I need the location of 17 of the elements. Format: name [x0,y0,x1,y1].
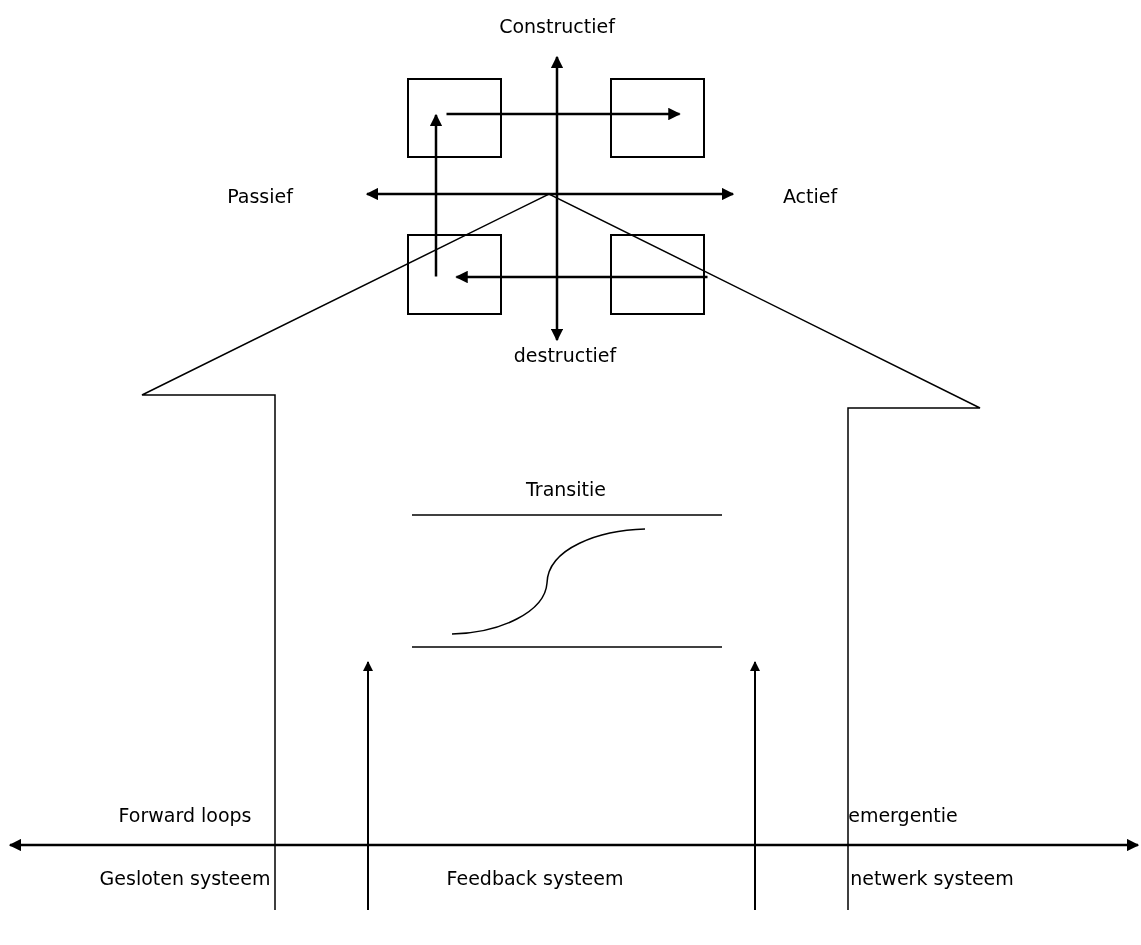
axis-label: Gesloten systeem [99,867,271,889]
square-box [610,78,705,158]
axis-label: Feedback systeem [446,867,624,889]
square-box [407,78,502,158]
arrow [429,113,443,277]
axis-label: netwerk systeem [850,867,1014,889]
axis-label: Forward loops [118,804,252,826]
square-box [610,234,705,315]
arrow [446,107,681,121]
axis-label: emergentie [848,804,958,826]
axis-label: destructief [513,344,617,366]
axis-label: Passief [227,185,293,207]
axis-label: Actief [782,185,838,207]
axis-label: Constructief [499,15,615,37]
heading: Transitie [526,478,606,500]
square-box [407,234,502,315]
arrow [455,270,708,284]
